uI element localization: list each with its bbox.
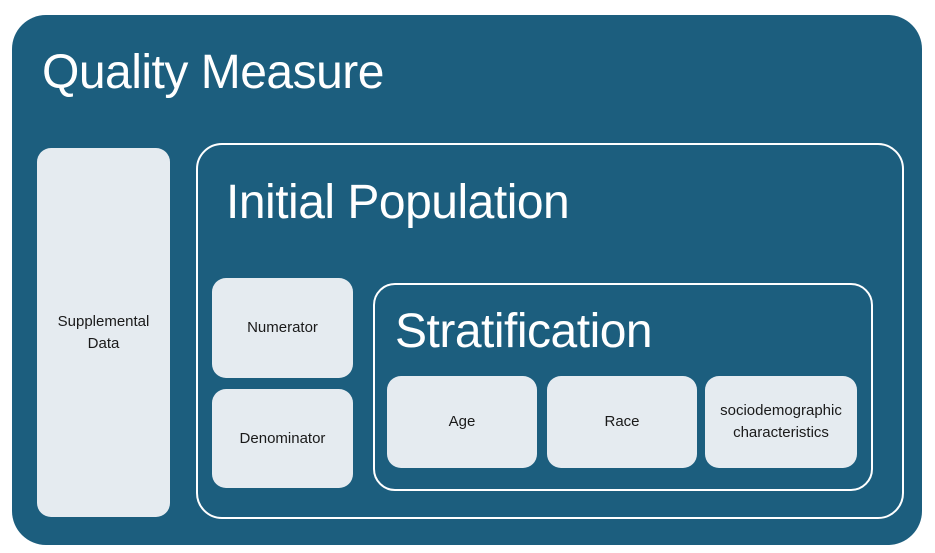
initial-population-title: Initial Population [226,176,570,229]
sociodemographic-label: sociodemographic characteristics [720,402,842,441]
stratification-item-age: Age [387,376,537,468]
initial-population-box: Initial Population Numerator Denominator… [196,143,904,519]
denominator-box: Denominator [212,389,353,488]
stratification-title: Stratification [395,305,653,358]
supplemental-data-label: Supplemental Data [57,312,150,352]
race-label: Race [604,413,640,431]
stratification-item-sociodemographic: sociodemographic characteristics [705,376,857,468]
stratification-item-race: Race [547,376,697,468]
age-label: Age [448,413,476,431]
quality-measure-container: Quality Measure Supplemental Data Initia… [12,15,922,545]
stratification-box: Stratification Age Race sociodemographic… [373,283,873,491]
denominator-label: Denominator [239,429,326,447]
numerator-box: Numerator [212,278,353,378]
numerator-label: Numerator [247,319,318,337]
supplemental-data-box: Supplemental Data [37,148,170,517]
quality-measure-title: Quality Measure [42,46,384,99]
